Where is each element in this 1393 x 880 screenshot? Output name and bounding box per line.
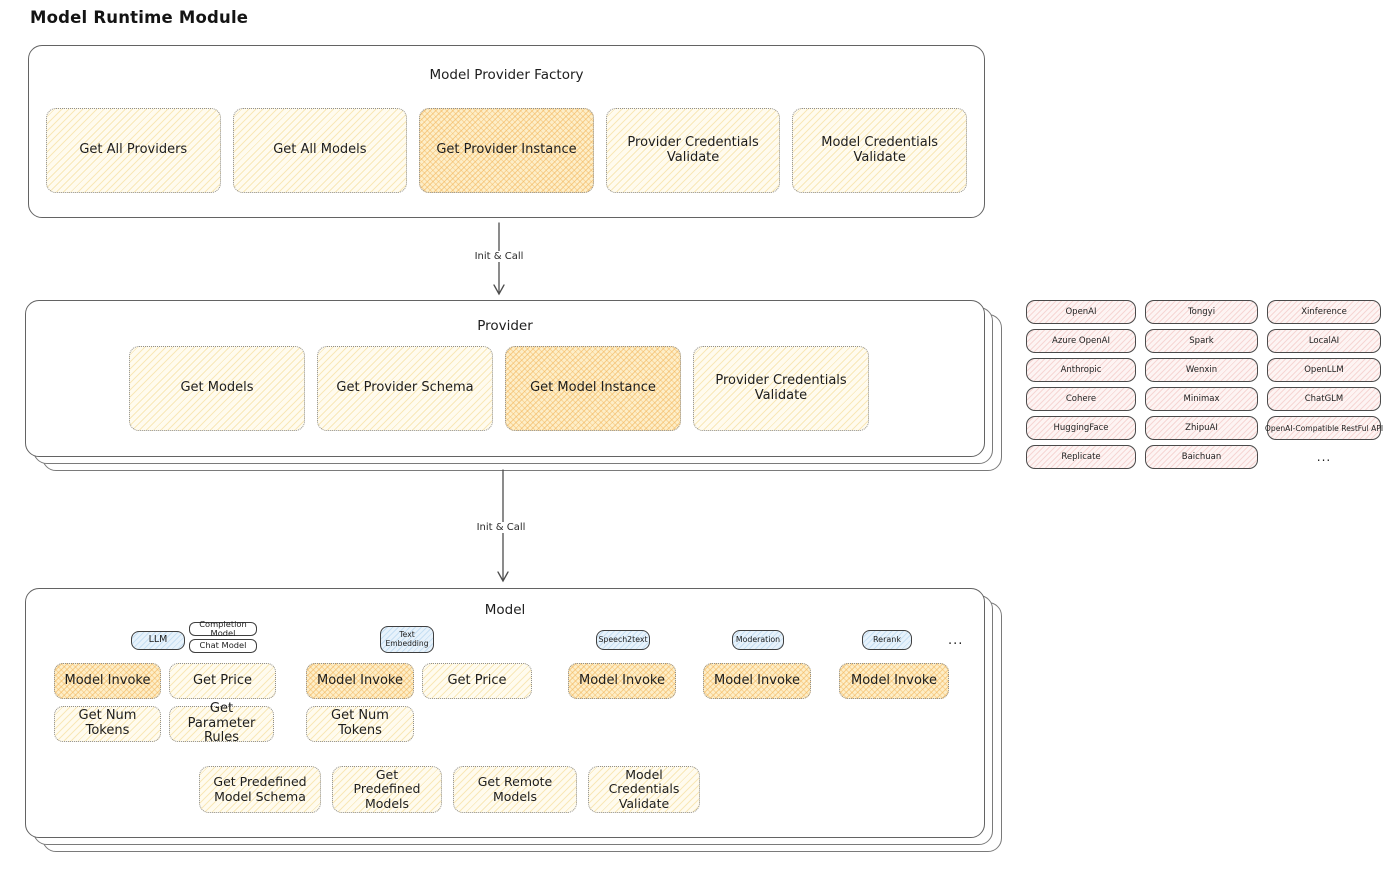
provider-list-grid: OpenAI Tongyi Xinference Azure OpenAI Sp… (1026, 300, 1383, 469)
provider-chip-wenxin: Wenxin (1145, 358, 1258, 382)
provider-chip-openai: OpenAI (1026, 300, 1136, 324)
model-type-tag-speech2text: Speech2text (596, 630, 650, 650)
provider-chip-minimax: Minimax (1145, 387, 1258, 411)
model-type-tag-completion-model: Completion Model (189, 619, 257, 638)
model-title: Model (484, 602, 526, 618)
provider-actions-row: Get Models Get Provider Schema Get Model… (129, 346, 869, 431)
node-get-models: Get Models (129, 346, 305, 431)
model-group-text-embedding: Text Embedding Model Invoke Get Price Ge… (306, 625, 538, 743)
node-model-invoke-llm: Model Invoke (54, 663, 161, 699)
model-type-tag-llm: LLM (131, 631, 185, 650)
node-get-all-models: Get All Models (232, 108, 408, 193)
provider-title: Provider (477, 318, 533, 334)
node-get-num-tokens-llm: Get Num Tokens (54, 706, 161, 742)
model-bottom-actions-row: Get Predefined Model Schema Get Predefin… (199, 766, 700, 813)
model-group-speech2text: Speech2text Model Invoke (568, 625, 676, 743)
model-group-llm: LLM Completion Model Chat Model Model In… (54, 619, 284, 745)
model-group-moderation: Moderation Model Invoke (703, 625, 811, 743)
provider-chip-localai: LocalAI (1267, 329, 1381, 353)
node-get-model-instance: Get Model Instance (505, 346, 681, 431)
node-get-predefined-model-schema: Get Predefined Model Schema (199, 766, 321, 813)
provider-chip-openllm: OpenLLM (1267, 358, 1381, 382)
model-group-rerank: Rerank Model Invoke (839, 625, 949, 743)
node-get-provider-schema: Get Provider Schema (317, 346, 493, 431)
provider-chip-tongyi: Tongyi (1145, 300, 1258, 324)
model-provider-factory-box: Model Provider Factory Get All Providers… (28, 45, 985, 218)
model-type-tag-chat-model: Chat Model (189, 639, 257, 653)
arrow-label-init-call-2: Init & Call (472, 522, 530, 533)
node-get-remote-models: Get Remote Models (453, 766, 577, 813)
node-model-credentials-validate-2: Model Credentials Validate (588, 766, 700, 813)
node-provider-credentials-validate-2: Provider Credentials Validate (693, 346, 869, 431)
model-box-stack: Model LLM Completion Model Chat Model Mo… (25, 588, 1002, 852)
provider-chip-baichuan: Baichuan (1145, 445, 1258, 469)
provider-chip-huggingface: HuggingFace (1026, 416, 1136, 440)
page-title: Model Runtime Module (30, 8, 249, 27)
model-type-tag-moderation: Moderation (732, 630, 784, 650)
node-model-invoke-text-embedding: Model Invoke (306, 663, 414, 699)
provider-list-ellipsis: ... (1316, 450, 1332, 464)
node-model-invoke-rerank: Model Invoke (839, 663, 949, 699)
provider-chip-zhipuai: ZhipuAI (1145, 416, 1258, 440)
node-model-invoke-moderation: Model Invoke (703, 663, 811, 699)
node-provider-credentials-validate: Provider Credentials Validate (605, 108, 781, 193)
model-type-tag-text-embedding: Text Embedding (380, 626, 434, 653)
node-model-credentials-validate: Model Credentials Validate (792, 108, 967, 193)
node-get-predefined-models: Get Predefined Models (332, 766, 442, 813)
factory-title: Model Provider Factory (429, 67, 584, 83)
factory-actions-row: Get All Providers Get All Models Get Pro… (46, 108, 967, 193)
provider-chip-anthropic: Anthropic (1026, 358, 1136, 382)
provider-chip-replicate: Replicate (1026, 445, 1136, 469)
provider-chip-cohere: Cohere (1026, 387, 1136, 411)
provider-chip-openai-compatible: OpenAI-Compatible RestFul API (1265, 416, 1383, 440)
model-box: Model LLM Completion Model Chat Model Mo… (25, 588, 985, 838)
provider-chip-azure-openai: Azure OpenAI (1026, 329, 1136, 353)
provider-chip-chatglm: ChatGLM (1267, 387, 1381, 411)
arrow-label-init-call-1: Init & Call (470, 251, 528, 262)
model-types-ellipsis: ... (948, 633, 964, 648)
provider-chip-spark: Spark (1145, 329, 1258, 353)
provider-chip-xinference: Xinference (1267, 300, 1381, 324)
node-get-price-text-embedding: Get Price (422, 663, 532, 699)
provider-box: Provider Get Models Get Provider Schema … (25, 300, 985, 457)
node-model-invoke-speech2text: Model Invoke (568, 663, 676, 699)
node-get-parameter-rules: Get Parameter Rules (169, 701, 274, 745)
node-get-price-llm: Get Price (169, 663, 276, 699)
provider-box-stack: Provider Get Models Get Provider Schema … (25, 300, 1002, 471)
node-get-num-tokens-text-embedding: Get Num Tokens (306, 706, 414, 742)
node-get-provider-instance: Get Provider Instance (419, 108, 594, 193)
node-get-all-providers: Get All Providers (46, 108, 221, 193)
model-type-tag-rerank: Rerank (862, 630, 912, 650)
